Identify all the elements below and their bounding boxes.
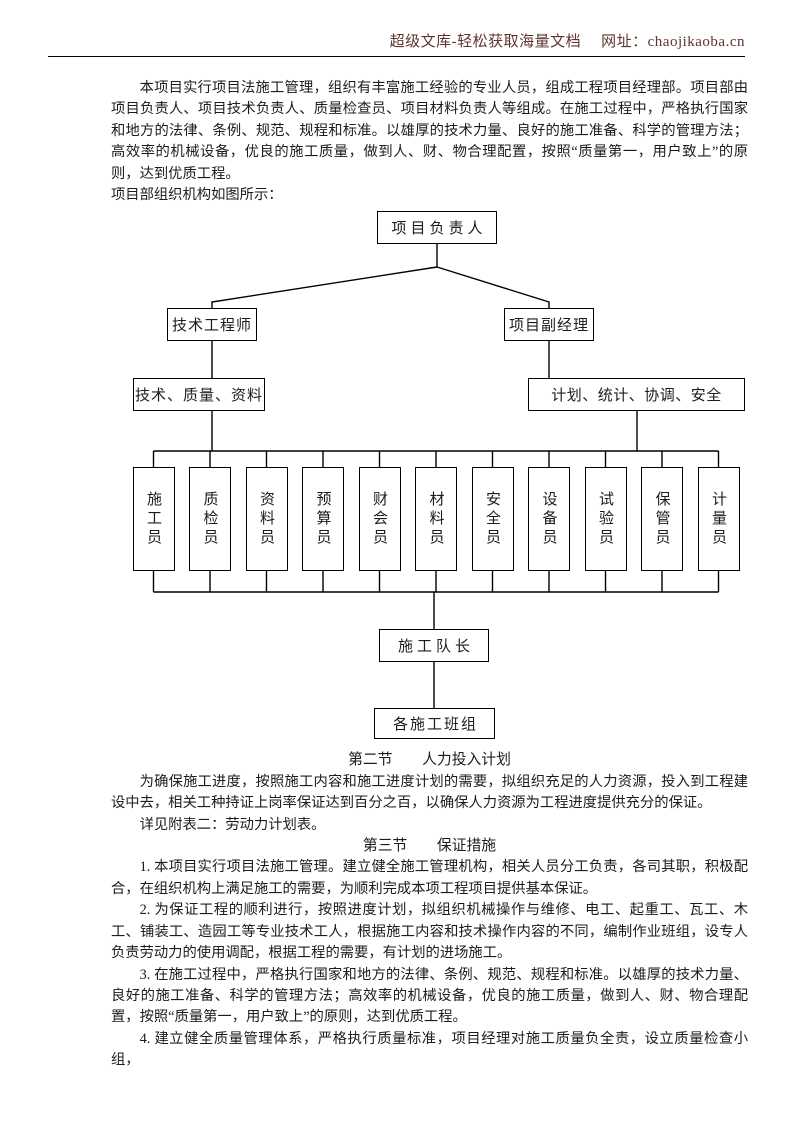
org-box-staff-quality-inspector: 质检员 <box>189 467 231 572</box>
org-box-tech-quality-data: 技术、质量、资料 <box>133 378 265 412</box>
org-box-project-leader: 项目负责人 <box>377 211 497 245</box>
page-header: 超级文库-轻松获取海量文档 网址：chaojikaoba.cn <box>48 30 745 57</box>
org-box-team-leader: 施工队长 <box>379 629 489 663</box>
org-box-deputy-manager: 项目副经理 <box>504 308 594 342</box>
section2-paragraph: 为确保施工进度，按照施工内容和施工进度计划的需要，拟组织充足的人力资源，投入到工… <box>111 773 748 812</box>
org-box-staff-measurement-clerk: 计量员 <box>697 467 740 572</box>
header-url-text: 网址：chaojikaoba.cn <box>601 34 745 50</box>
section3-item: 2. 为保证工程的顺利进行，按照进度计划，拟组织机械操作与维修、电工、起重工、瓦… <box>111 902 748 962</box>
org-box-staff-custodian: 保管员 <box>641 467 683 572</box>
org-box-staff-constructor: 施工员 <box>132 467 175 572</box>
org-box-staff-budget-clerk: 预算员 <box>302 467 344 572</box>
org-chart: 项目负责人 技术工程师 项目副经理 技术、质量、资料 计划、统计、协调、安全 施… <box>0 206 793 746</box>
org-box-work-teams: 各施工班组 <box>374 708 495 740</box>
section2-reference-line: 详见附表二：劳动力计划表。 <box>139 816 326 833</box>
org-box-staff-test-clerk: 试验员 <box>584 467 627 572</box>
intro-paragraph: 本项目实行项目法施工管理，组织有丰富施工经验的专业人员，组成工程项目经理部。项目… <box>111 80 748 182</box>
org-chart-intro-line: 项目部组织机构如图所示： <box>111 187 283 204</box>
org-chart-connectors <box>152 244 720 709</box>
org-box-staff-material-clerk: 材料员 <box>415 467 457 572</box>
document-content: 本项目实行项目法施工管理，组织有丰富施工经验的专业人员，组成工程项目经理部。项目… <box>0 78 793 1072</box>
org-box-staff-equipment-clerk: 设备员 <box>528 467 570 572</box>
org-box-technical-engineer: 技术工程师 <box>167 308 257 342</box>
org-box-plan-stat-coord-safety: 计划、统计、协调、安全 <box>528 378 745 412</box>
org-box-staff-data-clerk: 资料员 <box>245 467 288 572</box>
section3-item: 4. 建立健全质量管理体系，严格执行质量标准，项目经理对施工质量负全责，设立质量… <box>111 1030 748 1069</box>
org-box-staff-safety-officer: 安全员 <box>471 467 514 572</box>
section3-heading: 第三节 保证措施 <box>362 838 497 855</box>
section3-item: 3. 在施工过程中，严格执行国家和地方的法律、条例、规范、规程和标准。以雄厚的技… <box>111 966 748 1026</box>
header-brand-text: 超级文库-轻松获取海量文档 <box>389 34 582 50</box>
section2-heading: 第二节 人力投入计划 <box>348 752 511 769</box>
section3-item: 1. 本项目实行项目法施工管理。建立健全施工管理机构，相关人员分工负责，各司其职… <box>111 859 748 897</box>
org-box-staff-accountant: 财会员 <box>358 467 401 572</box>
